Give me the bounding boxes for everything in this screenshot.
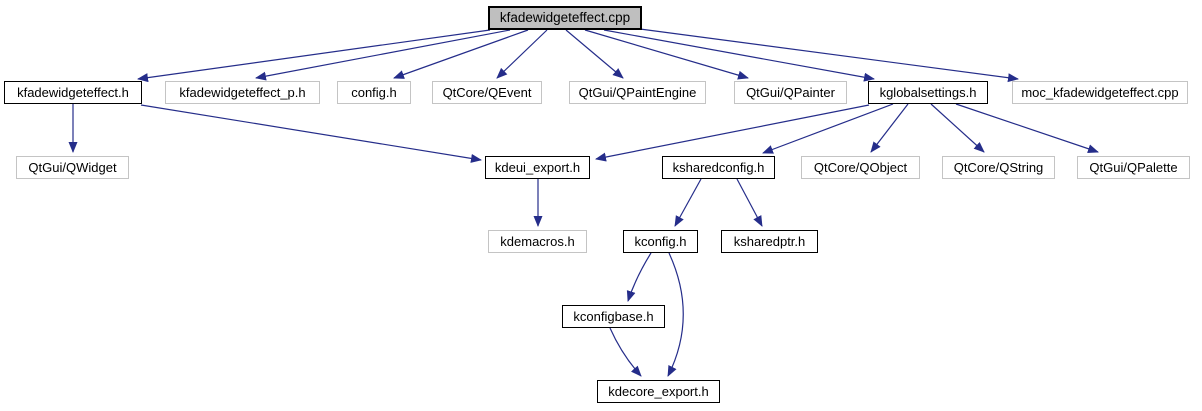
edge-kfadewidgeteffect-cpp--moc-kfadewidgeteffect-cpp [639,28,1019,83]
edge-kfadewidgeteffect-cpp--config-h [393,29,529,79]
node-kglobalsettings-h[interactable]: kglobalsettings.h [868,81,988,104]
node-ksharedconfig-h[interactable]: ksharedconfig.h [662,156,775,179]
edge-kfadewidgeteffect-cpp--qtgui-qpaintengine [565,29,624,79]
edge-kfadewidgeteffect-cpp--qtgui-qpainter [584,29,749,80]
edge-kglobalsettings-h--qtcore-qstring [930,103,985,153]
node-kdemacros-h: kdemacros.h [488,230,587,253]
node-kconfig-h[interactable]: kconfig.h [623,230,698,253]
node-config-h: config.h [337,81,411,104]
edge-kglobalsettings-h--ksharedconfig-h [762,103,894,154]
node-qtgui-qpalette: QtGui/QPalette [1077,156,1190,179]
node-ksharedptr-h[interactable]: ksharedptr.h [721,230,818,253]
edge-ksharedconfig-h--ksharedptr-h [736,178,763,227]
node-qtgui-qpainter: QtGui/QPainter [734,81,847,104]
edge-kglobalsettings-h--qtgui-qpalette [955,103,1099,154]
edge-kglobalsettings-h--qtcore-qobject [870,103,909,153]
node-kfadewidgeteffect-p-h: kfadewidgeteffect_p.h [165,81,320,104]
edge-kfadewidgeteffect-h--kdeui-export-h [140,104,482,163]
edge-ksharedconfig-h--kconfig-h [674,178,702,227]
edge-kfadewidgeteffect-cpp--kfadewidgeteffect-p-h [255,29,511,81]
node-kfadewidgeteffect-h[interactable]: kfadewidgeteffect.h [4,81,142,104]
edge-kconfig-h--kdecore-export-h [667,252,684,377]
edge-kfadewidgeteffect-cpp--kglobalsettings-h [603,29,875,82]
node-qtcore-qobject: QtCore/QObject [801,156,920,179]
edge-kfadewidgeteffect-cpp--kfadewidgeteffect-h [137,29,491,83]
node-kconfigbase-h[interactable]: kconfigbase.h [562,305,665,328]
node-qtcore-qevent: QtCore/QEvent [432,81,542,104]
edge-kconfigbase-h--kdecore-export-h [609,327,642,377]
node-qtcore-qstring: QtCore/QString [942,156,1055,179]
node-kdecore-export-h[interactable]: kdecore_export.h [597,380,720,403]
node-qtgui-qpaintengine: QtGui/QPaintEngine [569,81,706,104]
edge-kconfig-h--kconfigbase-h [626,252,652,302]
node-qtgui-qwidget: QtGui/QWidget [16,156,129,179]
node-kdeui-export-h[interactable]: kdeui_export.h [485,156,590,179]
node-kfadewidgeteffect-cpp: kfadewidgeteffect.cpp [488,6,642,30]
edge-kfadewidgeteffect-cpp--qtcore-qevent [496,29,548,79]
edge-kglobalsettings-h--kdeui-export-h [595,104,870,162]
node-moc-kfadewidgeteffect-cpp: moc_kfadewidgeteffect.cpp [1012,81,1188,104]
